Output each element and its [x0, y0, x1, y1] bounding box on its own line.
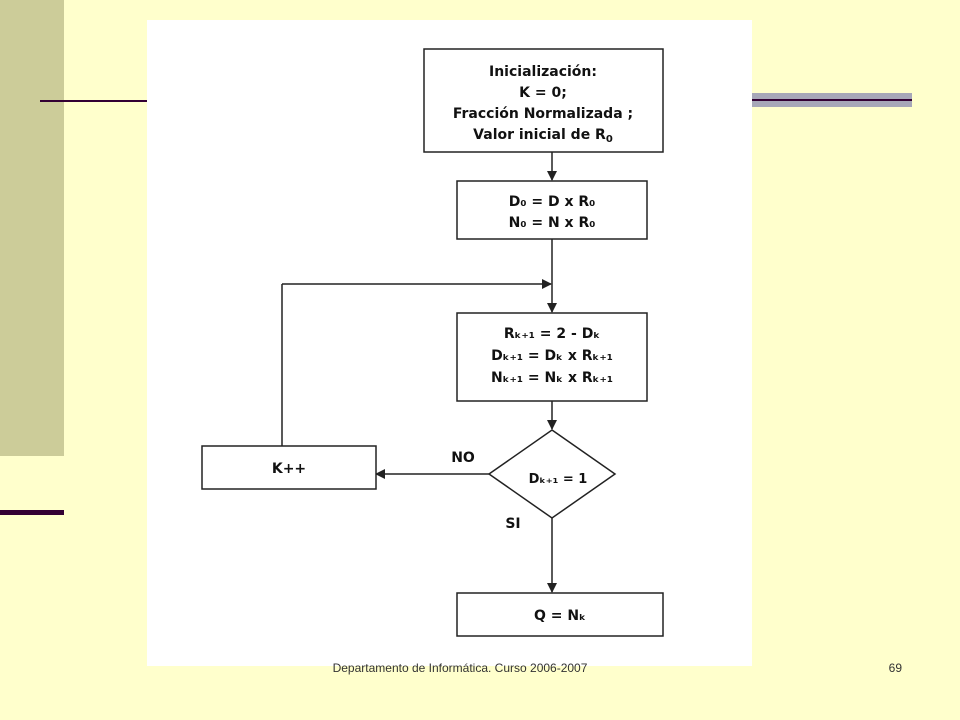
- title-rule-right: [750, 93, 912, 107]
- init-box: [423, 48, 664, 153]
- branch-no-label: NO: [451, 450, 475, 466]
- iteration-box: [456, 312, 648, 402]
- step0-line-1: D₀ = D x R₀: [509, 194, 596, 210]
- init-line-4: Valor inicial de R0: [473, 127, 613, 145]
- init-line-3: Fracción Normalizada ;: [453, 106, 633, 122]
- init-line-2: K = 0;: [519, 85, 567, 101]
- iter-line-2: Dₖ₊₁ = Dₖ x Rₖ₊₁: [491, 348, 613, 364]
- step0-line-2: N₀ = N x R₀: [509, 215, 596, 231]
- flowchart-svg: Inicialización: K = 0; Fracción Normaliz…: [201, 48, 664, 637]
- increment-box: [201, 445, 377, 490]
- iter-line-3: Nₖ₊₁ = Nₖ x Rₖ₊₁: [491, 370, 613, 386]
- accent-line: [0, 510, 64, 515]
- decision-label: Dₖ₊₁ = 1: [529, 472, 588, 487]
- step0-box: [456, 180, 648, 240]
- slide-number: 69: [888, 661, 902, 675]
- iter-line-1: Rₖ₊₁ = 2 - Dₖ: [504, 326, 601, 342]
- branch-si-label: SI: [505, 516, 520, 532]
- result-label: Q = Nₖ: [534, 608, 586, 624]
- side-decoration-bar: [0, 0, 64, 456]
- flowchart-figure: Inicialización: K = 0; Fracción Normaliz…: [147, 20, 752, 666]
- title-rule-left: [40, 100, 150, 102]
- increment-label: K++: [272, 461, 306, 477]
- slide-footer: Departamento de Informática. Curso 2006-…: [332, 661, 588, 675]
- init-line-1: Inicialización:: [489, 64, 597, 80]
- result-box: [456, 592, 664, 637]
